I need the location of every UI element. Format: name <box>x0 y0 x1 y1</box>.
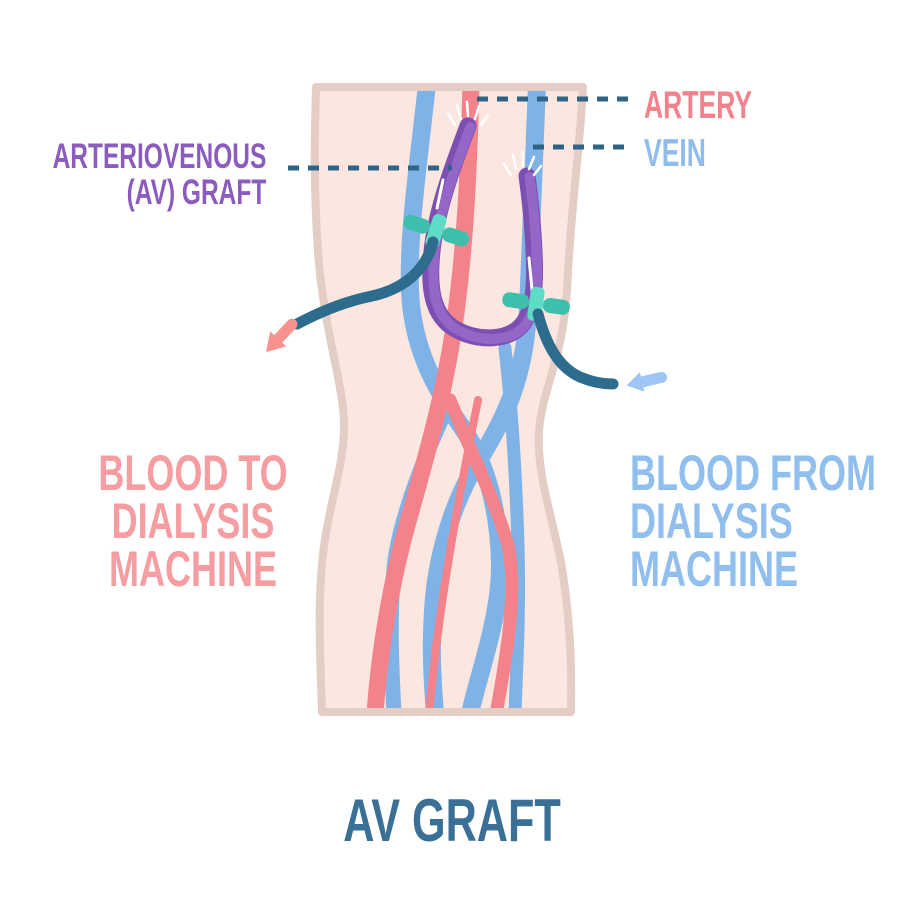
blood-in-arrow-icon <box>626 371 668 392</box>
label-blood-from-dialysis: BLOOD FROM DIALYSIS MACHINE <box>630 445 876 597</box>
label-blood-to-line3: MACHINE <box>108 541 277 597</box>
stitches-artery-junction <box>446 100 490 127</box>
label-blood-from-line1: BLOOD FROM <box>630 445 876 501</box>
vein-right-branch <box>498 341 526 712</box>
tube-blood-from-machine <box>532 308 619 390</box>
label-blood-to-line2: DIALYSIS <box>111 493 275 549</box>
stitches-vein-junction <box>502 150 543 177</box>
label-av-graft-line2: (AV) GRAFT <box>126 173 267 212</box>
label-blood-to-dialysis: BLOOD TO DIALYSIS MACHINE <box>97 445 289 597</box>
label-vein: VEIN <box>644 132 706 175</box>
label-blood-from-line2: DIALYSIS <box>630 493 793 549</box>
blood-out-arrow-icon <box>265 318 298 353</box>
diagram-title: AV GRAFT <box>343 787 561 854</box>
artery-branch-thin <box>425 396 482 712</box>
label-blood-to-line1: BLOOD TO <box>98 445 288 501</box>
label-av-graft-line1: ARTERIOVENOUS <box>52 137 266 176</box>
label-artery: ARTERY <box>644 84 753 127</box>
artery-main <box>366 87 480 712</box>
av-graft-loop <box>422 117 544 347</box>
tube-blood-to-machine <box>291 236 439 330</box>
av-graft-loop-highlight <box>428 122 543 344</box>
butterfly-needle-arterial <box>403 213 469 249</box>
needle-shaft-venous <box>527 256 534 292</box>
label-av-graft: ARTERIOVENOUS (AV) GRAFT <box>52 139 266 211</box>
needle-shaft-arterial <box>435 178 445 210</box>
label-blood-from-line3: MACHINE <box>630 541 798 597</box>
